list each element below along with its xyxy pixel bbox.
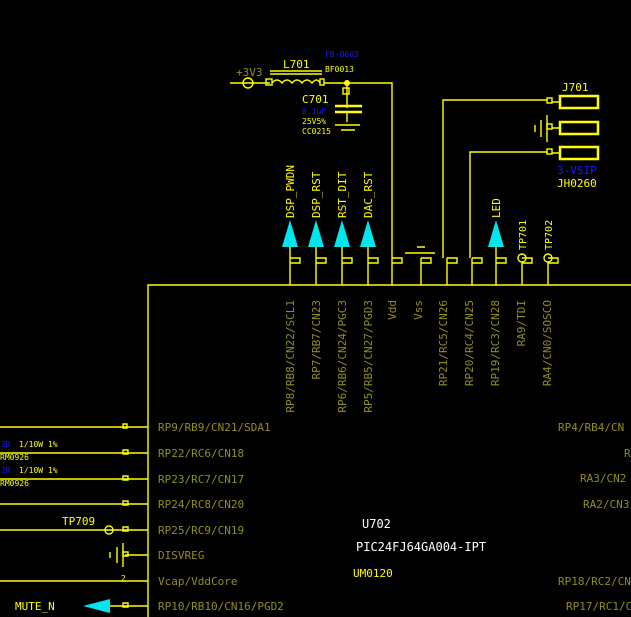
resistor-value: 22R bbox=[0, 440, 11, 449]
pin-label: RP7/RB7/CN23 bbox=[310, 300, 323, 379]
connector-part: JH0260 bbox=[557, 177, 597, 190]
net-arrow-icon[interactable] bbox=[334, 220, 350, 247]
pin-label: RP21/RC5/CN26 bbox=[437, 300, 450, 386]
capacitor-icon bbox=[109, 543, 124, 567]
capacitor-c701[interactable]: C701 0.1uF 25V5% CC0215 bbox=[302, 83, 362, 136]
pin-pads bbox=[290, 257, 559, 264]
pin-label: RA9/TDI bbox=[515, 300, 528, 346]
resistor-part: RM0926 bbox=[0, 479, 29, 488]
connector-pin-3 bbox=[558, 145, 600, 161]
pin-label: RP25/RC9/CN19 bbox=[158, 524, 244, 537]
inductor-part: BF0013 bbox=[325, 65, 354, 74]
connector-type: 3-VSIP bbox=[557, 164, 597, 177]
right-pin-labels: RP4/RB4/CN R RA3/CN2 RA2/CN3 RP18/RC2/CN… bbox=[558, 421, 631, 613]
net-label-mute-n: MUTE_N bbox=[15, 600, 55, 613]
wire bbox=[552, 101, 560, 154]
pin-pad bbox=[546, 97, 553, 104]
resistor-part: RM0926 bbox=[0, 453, 29, 462]
pin-label: Vss bbox=[412, 300, 425, 320]
test-point-label: TP701 bbox=[518, 220, 529, 250]
net-arrow-icon[interactable] bbox=[83, 599, 110, 613]
wires bbox=[0, 426, 148, 607]
capacitor-plates bbox=[335, 104, 362, 114]
inductor-value: FB-0603 bbox=[325, 50, 359, 59]
net-arrow-icon[interactable] bbox=[282, 220, 298, 247]
net-label-rst-dit: RST_DIT bbox=[336, 171, 349, 218]
resistor-rating: 1/10W 1% bbox=[19, 440, 58, 449]
chip-u702-body[interactable] bbox=[147, 284, 631, 617]
pin-label: RA3/CN2 bbox=[580, 472, 626, 485]
ground-icon bbox=[335, 112, 360, 131]
pin-label: RP8/RB8/CN22/SCL1 bbox=[284, 300, 297, 413]
ground-icon bbox=[534, 115, 548, 142]
pin-label: RP5/RB5/CN27/PGD3 bbox=[362, 300, 375, 413]
capacitor-ref: C701 bbox=[302, 93, 329, 106]
pin-pad bbox=[342, 87, 350, 95]
net-label-led: LED bbox=[490, 198, 503, 218]
pin-label: RP24/RC8/CN20 bbox=[158, 498, 244, 511]
pin-label: RP6/RB6/CN24/PGC3 bbox=[336, 300, 349, 413]
pin-pad bbox=[319, 78, 325, 86]
pin-label: RA2/CN3 bbox=[583, 498, 629, 511]
net-label-dac-rst: DAC_RST bbox=[362, 171, 375, 218]
capacitor-rating: 25V5% bbox=[302, 117, 326, 126]
pin-label: DISVREG bbox=[158, 549, 204, 562]
pin-pad bbox=[265, 78, 273, 86]
test-point-icon[interactable] bbox=[517, 253, 527, 263]
net-label-dsp-pwdn: DSP_PWDN bbox=[284, 165, 297, 218]
ground-icon bbox=[405, 246, 435, 254]
inductor-bar bbox=[270, 70, 322, 75]
resistor-value: 22R bbox=[0, 466, 11, 475]
pin-label: RP18/RC2/CN bbox=[558, 575, 631, 588]
pin-label: RP17/RC1/C bbox=[566, 600, 631, 613]
pin-label: R bbox=[624, 447, 631, 460]
pin-label: RP20/RC4/CN25 bbox=[463, 300, 476, 386]
pin-label: RP23/RC7/CN17 bbox=[158, 473, 244, 486]
pin-pad bbox=[546, 148, 553, 155]
test-point-icon[interactable] bbox=[104, 525, 114, 535]
pin-label: RP10/RB10/CN16/PGD2 bbox=[158, 600, 284, 613]
test-point-label: TP709 bbox=[62, 515, 95, 528]
left-pin-labels: RP9/RB9/CN21/SDA1 RP22/RC6/CN18 RP23/RC7… bbox=[158, 421, 284, 613]
inductor-l701[interactable]: L701 FB-0603 BF0013 bbox=[265, 50, 359, 86]
pin-label: RP19/RC3/CN28 bbox=[489, 300, 502, 386]
pin-label: RP9/RB9/CN21/SDA1 bbox=[158, 421, 271, 434]
pin-pads bbox=[122, 423, 129, 608]
pin-label: Vcap/VddCore bbox=[158, 575, 237, 588]
chip-part-number: PIC24FJ64GA004-IPT bbox=[356, 540, 486, 554]
power-net-label: +3V3 bbox=[236, 66, 263, 79]
net-arrow-icon[interactable] bbox=[488, 220, 504, 247]
chip-part: UM0120 bbox=[353, 567, 393, 580]
connector-pin-1 bbox=[558, 94, 600, 110]
test-point-label: TP702 bbox=[544, 220, 555, 250]
pin-label: RP4/RB4/CN bbox=[558, 421, 624, 434]
pin-pad bbox=[546, 123, 553, 130]
top-pins bbox=[282, 220, 559, 285]
connector-j701[interactable]: J701 3-VSIP JH0260 bbox=[534, 81, 600, 190]
top-net-labels: DSP_PWDN DSP_RST RST_DIT DAC_RST LED TP7… bbox=[284, 165, 555, 250]
capacitor-part: CC0215 bbox=[302, 127, 331, 136]
connector-ref: J701 bbox=[562, 81, 589, 94]
resistor-rating: 1/10W 1% bbox=[19, 466, 58, 475]
net-label-dsp-rst: DSP_RST bbox=[310, 171, 323, 218]
chip-ref: U702 bbox=[362, 517, 391, 531]
wire bbox=[324, 82, 393, 258]
connector-pin-2 bbox=[558, 120, 600, 136]
capacitor-value: 0.1uF bbox=[302, 107, 326, 116]
pin-label: Vdd bbox=[386, 300, 399, 320]
test-point-icon[interactable] bbox=[543, 253, 553, 263]
inductor-coil bbox=[271, 79, 321, 85]
pin-label: RP22/RC6/CN18 bbox=[158, 447, 244, 460]
net-arrow-icon[interactable] bbox=[360, 220, 376, 247]
pin-number: 2 bbox=[121, 574, 126, 583]
pin-stubs bbox=[289, 247, 549, 285]
pin-label: RA4/CN0/SOSCO bbox=[541, 300, 554, 386]
left-pins: 2 22R 1/10W 1% RM0926 22R 1/10W 1% RM092… bbox=[0, 423, 148, 613]
top-pin-labels: RP8/RB8/CN22/SCL1 RP7/RB7/CN23 RP6/RB6/C… bbox=[284, 300, 554, 413]
inductor-ref: L701 bbox=[283, 58, 310, 71]
wire bbox=[442, 99, 547, 258]
net-arrow-icon[interactable] bbox=[308, 220, 324, 247]
